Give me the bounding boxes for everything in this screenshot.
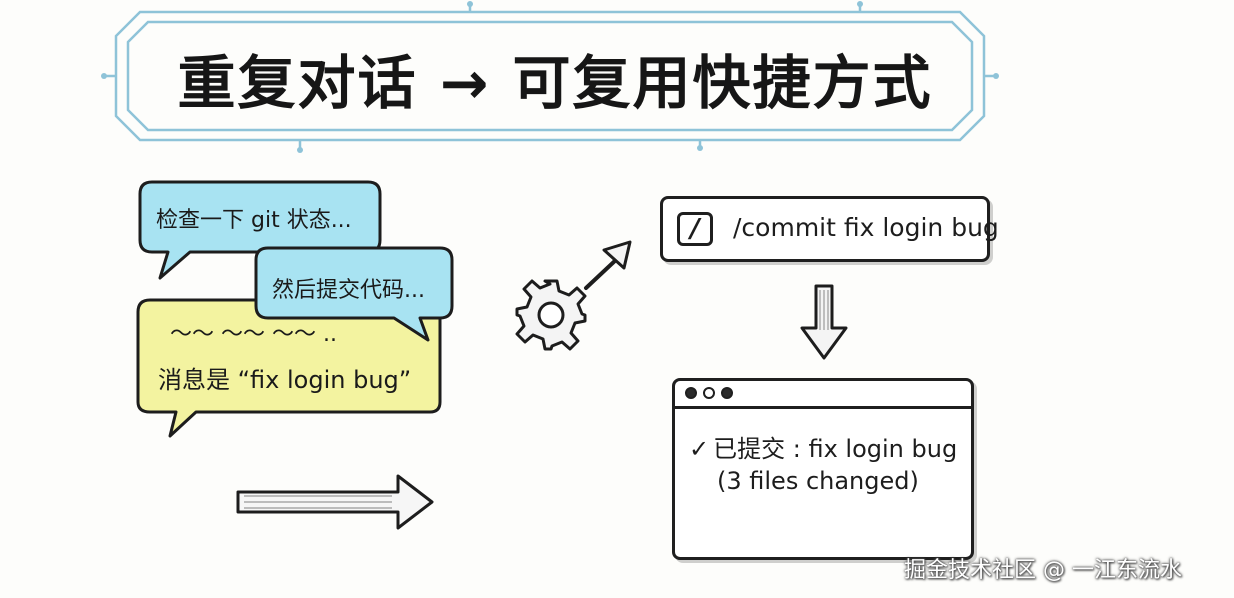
bubble-3-squiggle: ～～ ～～ ～～ .. (170, 322, 337, 347)
commit-message: 已提交 : fix login bug (713, 435, 958, 463)
page-title: 重复对话 → 可复用快捷方式 (177, 49, 933, 117)
bubble-3-text: 消息是 “fix login bug” (158, 366, 412, 394)
command-box: / /commit fix login bug (660, 196, 999, 262)
terminal-titlebar (675, 381, 971, 409)
command-text: /commit fix login bug (733, 213, 999, 242)
slash-command-icon: / (677, 212, 713, 246)
bubble-2-text: 然后提交代码... (272, 278, 425, 303)
arrow-down-icon (800, 284, 848, 360)
window-dot-icon (685, 387, 697, 399)
watermark: 掘金技术社区 @ 一江东流水 (904, 558, 1182, 583)
checkmark-icon: ✓ (689, 435, 710, 463)
gear-icon (515, 279, 587, 351)
bubble-1-text: 检查一下 git 状态... (156, 208, 352, 233)
arrow-up-right-icon (584, 240, 632, 290)
terminal-window: ✓已提交 : fix login bug (3 files changed) (672, 378, 974, 560)
window-dot-icon (721, 387, 733, 399)
window-dot-icon (703, 387, 715, 399)
terminal-line-1: ✓已提交 : fix login bug (689, 429, 957, 464)
terminal-line-2: (3 files changed) (717, 467, 919, 495)
